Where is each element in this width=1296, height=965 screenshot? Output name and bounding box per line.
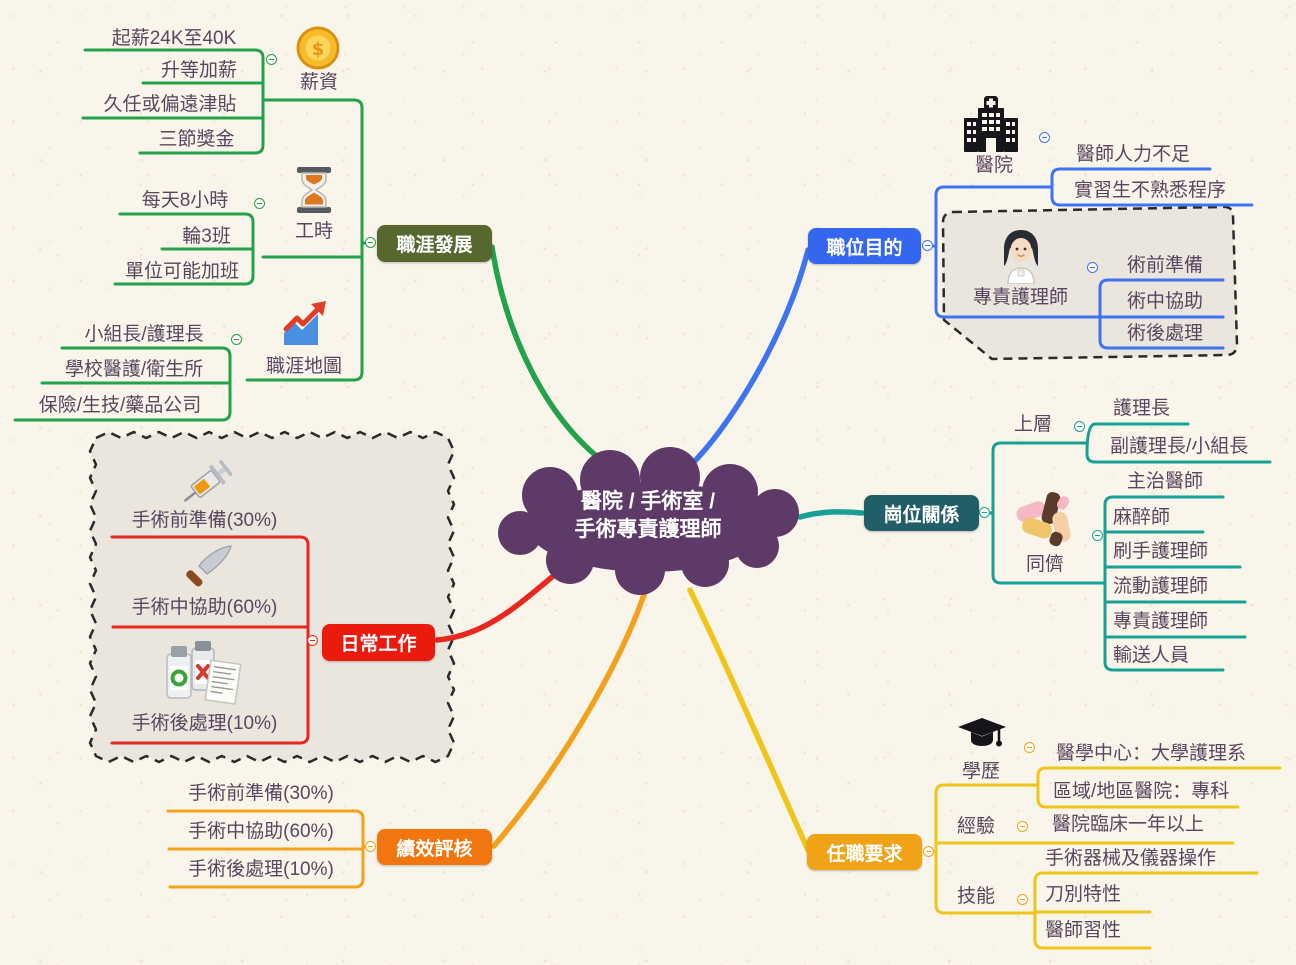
nurse-icon <box>998 228 1044 289</box>
education-child-label[interactable]: 區域/地區醫院：專科 <box>1053 781 1230 802</box>
central-topic-title: 醫院 / 手術室 / 手術專責護理師 <box>498 488 798 544</box>
collapse-toggle[interactable] <box>979 507 990 518</box>
upper-child-label[interactable]: 副護理長/小組長 <box>1110 436 1249 457</box>
collapse-toggle[interactable] <box>1087 262 1098 273</box>
peers-child-label[interactable]: 專責護理師 <box>1113 611 1209 632</box>
branch-box-career[interactable]: 職涯發展 <box>377 225 492 262</box>
requirements-branch <box>687 587 811 853</box>
daily-child-label[interactable]: 手術後處理(10%) <box>131 713 278 734</box>
hours-child-label[interactable]: 單位可能加班 <box>124 261 239 282</box>
peers-child-label[interactable]: 主治醫師 <box>1127 471 1204 492</box>
nurse-topic-label[interactable]: 專責護理師 <box>972 287 1068 308</box>
branch-box-purpose[interactable]: 職位目的 <box>808 228 921 264</box>
branch-box-daily[interactable]: 日常工作 <box>322 624 435 661</box>
branch-box-evaluation[interactable]: 績效評核 <box>377 829 492 865</box>
purpose-connector-lines <box>928 167 1254 350</box>
daily-branch <box>434 574 555 643</box>
peers-child-label[interactable]: 刷手護理師 <box>1113 541 1209 562</box>
collapse-toggle[interactable] <box>365 841 376 852</box>
hourglass-icon <box>292 166 336 219</box>
peers-child-label[interactable]: 輸送人員 <box>1113 645 1190 666</box>
education-topic-label[interactable]: 學歷 <box>962 761 1001 782</box>
hours-child-label[interactable]: 每天8小時 <box>141 190 229 211</box>
hours-topic-label[interactable]: 工時 <box>294 221 333 242</box>
branch-box-requirements[interactable]: 任職要求 <box>807 834 922 870</box>
main-branches <box>434 244 865 853</box>
skills-child-label[interactable]: 手術器械及儀器操作 <box>1045 848 1217 869</box>
salary-child-label[interactable]: 三節獎金 <box>158 129 235 150</box>
experience-topic-label[interactable]: 經驗 <box>957 816 996 837</box>
hospital-child-label[interactable]: 實習生不熟悉程序 <box>1074 180 1227 201</box>
careermap-topic-label[interactable]: 職涯地圖 <box>265 356 342 377</box>
medicine-icon <box>164 638 244 711</box>
syringe-icon <box>176 456 233 513</box>
graduation-cap-icon <box>958 718 1006 755</box>
hospital-topic-label[interactable]: 醫院 <box>974 155 1013 176</box>
relations-branch <box>797 509 865 520</box>
branch-box-relations[interactable]: 崗位關係 <box>864 495 979 531</box>
nurse-child-label[interactable]: 術後處理 <box>1127 323 1204 344</box>
salary-topic-label[interactable]: 薪資 <box>299 72 338 93</box>
careermap-child-label[interactable]: 學校醫護/衛生所 <box>64 359 204 380</box>
peers-child-label[interactable]: 麻醉師 <box>1113 507 1171 528</box>
collapse-toggle[interactable] <box>365 237 376 248</box>
evaluation-branch <box>491 589 648 849</box>
evaluation-child-label[interactable]: 手術中協助(60%) <box>188 821 334 842</box>
careermap-child-label[interactable]: 保險/生技/藥品公司 <box>38 395 202 416</box>
collapse-toggle[interactable] <box>922 240 933 251</box>
skills-child-label[interactable]: 刀別特性 <box>1045 884 1122 905</box>
skills-topic-label[interactable]: 技能 <box>957 886 996 907</box>
hospital-icon <box>960 96 1020 157</box>
upper-child-label[interactable]: 護理長 <box>1113 398 1171 419</box>
career-branch <box>489 244 621 475</box>
coin-icon: $ <box>296 26 340 75</box>
hours-child-label[interactable]: 輪3班 <box>182 226 231 247</box>
central-topic-cloud[interactable] <box>498 447 799 595</box>
hands-icon <box>1014 490 1078 555</box>
daily-child-label[interactable]: 手術前準備(30%) <box>131 510 278 531</box>
careermap-child-label[interactable]: 小組長/護理長 <box>84 324 204 345</box>
svg-text:$: $ <box>312 39 325 60</box>
purpose-branch <box>683 247 811 473</box>
nurse-child-label[interactable]: 術前準備 <box>1127 255 1204 276</box>
collapse-toggle[interactable] <box>266 54 277 65</box>
salary-child-label[interactable]: 久任或偏遠津貼 <box>103 94 237 115</box>
knife-icon <box>184 544 234 601</box>
collapse-toggle[interactable] <box>307 635 318 646</box>
peers-topic-label[interactable]: 同儕 <box>1026 554 1065 575</box>
evaluation-child-label[interactable]: 手術後處理(10%) <box>188 859 334 880</box>
collapse-toggle[interactable] <box>1024 742 1035 753</box>
collapse-toggle[interactable] <box>231 334 242 345</box>
collapse-toggle[interactable] <box>1092 530 1103 541</box>
collapse-toggle[interactable] <box>254 198 265 209</box>
career-connector-lines <box>13 48 368 422</box>
chart-icon <box>282 301 326 352</box>
nurse-child-label[interactable]: 術中協助 <box>1127 291 1204 312</box>
central-title-line2: 手術專責護理師 <box>574 518 722 541</box>
peers-child-label[interactable]: 流動護理師 <box>1113 576 1209 597</box>
requirements-connector-lines <box>929 766 1282 950</box>
salary-child-label[interactable]: 起薪24K至40K <box>111 28 237 49</box>
collapse-toggle[interactable] <box>1017 894 1028 905</box>
evaluation-child-label[interactable]: 手術前準備(30%) <box>188 783 334 804</box>
central-title-line1: 醫院 / 手術室 / <box>580 490 716 513</box>
collapse-toggle[interactable] <box>1039 132 1050 143</box>
upper-topic-label[interactable]: 上層 <box>1014 414 1053 435</box>
experience-child-label[interactable]: 醫院臨床一年以上 <box>1052 814 1205 835</box>
daily-child-label[interactable]: 手術中協助(60%) <box>131 597 278 618</box>
skills-child-label[interactable]: 醫師習性 <box>1045 920 1122 941</box>
hospital-child-label[interactable]: 醫師人力不足 <box>1076 144 1191 165</box>
collapse-toggle[interactable] <box>1074 421 1085 432</box>
collapse-toggle[interactable] <box>1017 821 1028 832</box>
collapse-toggle[interactable] <box>923 846 934 857</box>
education-child-label[interactable]: 醫學中心：大學護理系 <box>1056 743 1247 764</box>
salary-child-label[interactable]: 升等加薪 <box>160 60 237 81</box>
relations-connector-lines <box>985 422 1272 672</box>
